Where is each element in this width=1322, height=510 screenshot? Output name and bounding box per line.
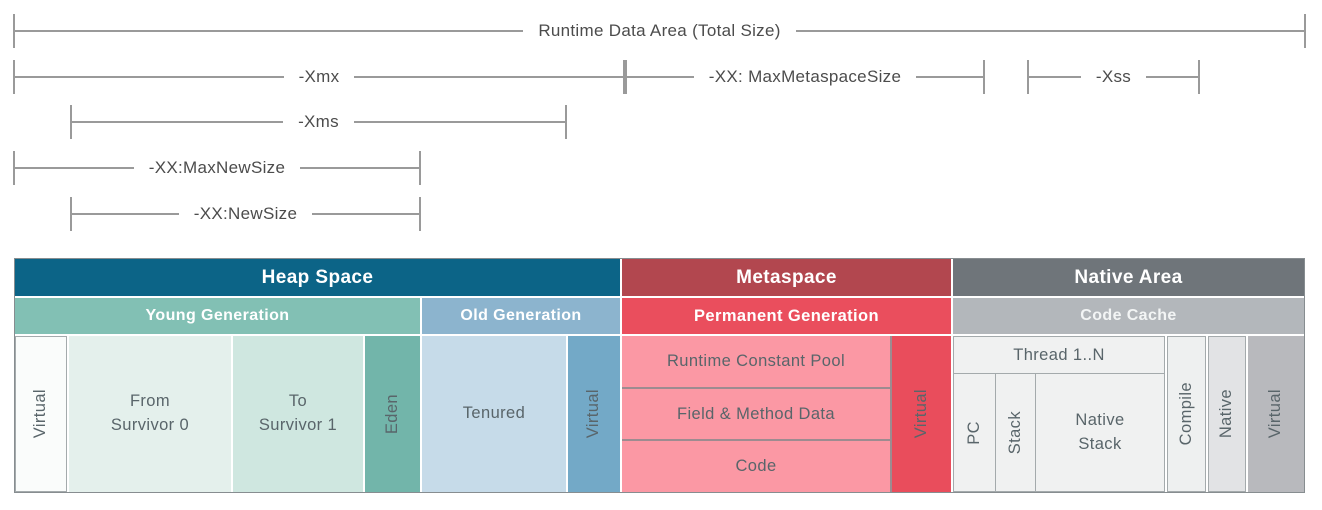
bracket-max-new-size: -XX:MaxNewSize (13, 151, 421, 185)
bracket-line (15, 76, 284, 78)
cell-runtime-constant-pool: Runtime Constant Pool (666, 351, 846, 370)
bracket-right-tick (419, 197, 422, 231)
cell-metaspace-virtual: Virtual (892, 336, 951, 492)
permanent-generation-header: Permanent Generation (622, 298, 951, 334)
cell-label: Virtual (1266, 389, 1285, 439)
bracket-line (916, 76, 983, 78)
bracket-right-tick (419, 151, 421, 185)
bracket-left-tick (70, 197, 72, 231)
bracket-right-tick (1198, 60, 1201, 94)
cell-code: Code (622, 439, 890, 492)
bracket-label: -XX:NewSize (193, 204, 298, 223)
cell-label: Compile (1176, 382, 1195, 446)
bracket-label: -XX:MaxNewSize (148, 158, 286, 177)
bracket-line (627, 76, 694, 78)
bracket-right-tick (565, 105, 567, 139)
bracket-line (72, 121, 284, 123)
bracket-line (1029, 76, 1081, 78)
cell-compile: Compile (1167, 336, 1206, 492)
bracket-xss: -Xss (1027, 60, 1201, 94)
bracket-right-tick (983, 60, 985, 94)
cell-label: PC (964, 420, 983, 445)
bracket-left-tick (70, 105, 72, 139)
cell-native-stack: Native Stack (1075, 410, 1125, 453)
bracket-line (15, 167, 134, 169)
native-area-header: Native Area (953, 259, 1304, 296)
bracket-line (300, 167, 419, 169)
cell-label: Eden (382, 393, 401, 435)
cell-label: Virtual (911, 389, 930, 439)
heap-space-header: Heap Space (15, 259, 620, 296)
code-cache-header: Code Cache (953, 298, 1304, 334)
cell-from-survivor-0: From Survivor 0 (69, 336, 231, 492)
cell-eden: Eden (365, 336, 420, 492)
cell-field-method-data: Field & Method Data (622, 386, 890, 440)
metaspace-header: Metaspace (622, 259, 951, 296)
cell-thread-1-n: Thread 1..N (954, 337, 1164, 374)
bracket-line (353, 121, 565, 123)
cell-tenured: Tenured (422, 336, 566, 492)
cell-native: Native (1208, 336, 1246, 492)
bracket-label: -XX: MaxMetaspaceSize (708, 67, 902, 86)
cell-heap-virtual-left: Virtual (15, 336, 67, 492)
bracket-runtime-data-area: Runtime Data Area (Total Size) (13, 14, 1307, 48)
bracket-left-tick (13, 151, 15, 185)
heap-body-row: Virtual From Survivor 0 To Survivor 1 Ed… (15, 336, 620, 492)
cell-stack: Stack (996, 374, 1036, 491)
heap-generation-row: Young Generation Old Generation (15, 298, 620, 334)
bracket-line (795, 30, 1305, 32)
bracket-line (15, 30, 524, 32)
native-generation-row: Code Cache (953, 298, 1304, 334)
memory-table: Heap Space Young Generation Old Generati… (14, 258, 1305, 493)
bracket-right-tick (1304, 14, 1307, 48)
metaspace-stack: Runtime Constant Pool Field & Method Dat… (622, 336, 892, 492)
old-generation-header: Old Generation (422, 298, 620, 334)
section-native-area: Native Area Code Cache Thread 1..N PC St… (953, 259, 1304, 492)
bracket-label: -Xms (298, 112, 339, 131)
cell-label: Virtual (31, 389, 50, 439)
cell-pc: PC (954, 374, 996, 491)
bracket-xmx: -Xmx (13, 60, 625, 94)
young-generation-header: Young Generation (15, 298, 420, 334)
bracket-label: Runtime Data Area (Total Size) (538, 21, 781, 40)
cell-heap-virtual-right: Virtual (568, 336, 620, 492)
metaspace-body-row: Runtime Constant Pool Field & Method Dat… (622, 336, 951, 492)
bracket-left-tick (1027, 60, 1029, 94)
cell-to-survivor-1: To Survivor 1 (233, 336, 363, 492)
bracket-left-tick (13, 60, 15, 94)
bracket-left-tick (13, 14, 15, 48)
bracket-line (312, 213, 420, 215)
thread-columns: PC Stack Native Stack (954, 374, 1164, 491)
section-metaspace: Metaspace Permanent Generation Runtime C… (622, 259, 951, 492)
bracket-line (1146, 76, 1199, 78)
native-body-row: Thread 1..N PC Stack Native Stack Compil… (953, 336, 1304, 492)
bracket-label: -Xss (1095, 67, 1132, 86)
metaspace-generation-row: Permanent Generation (622, 298, 951, 334)
bracket-left-tick (625, 60, 627, 94)
section-heap-space: Heap Space Young Generation Old Generati… (15, 259, 620, 492)
bracket-xms: -Xms (70, 105, 567, 139)
bracket-max-metaspace-size: -XX: MaxMetaspaceSize (625, 60, 985, 94)
bracket-line (72, 213, 179, 215)
cell-label: Stack (1005, 410, 1024, 455)
bracket-right-tick (623, 60, 625, 94)
cell-native-virtual: Virtual (1248, 336, 1304, 492)
bracket-new-size: -XX:NewSize (70, 197, 422, 231)
bracket-label: -Xmx (298, 67, 340, 86)
cell-label: Virtual (584, 389, 603, 439)
thread-group: Thread 1..N PC Stack Native Stack (953, 336, 1165, 492)
cell-label: Native (1217, 389, 1236, 439)
bracket-line (354, 76, 623, 78)
